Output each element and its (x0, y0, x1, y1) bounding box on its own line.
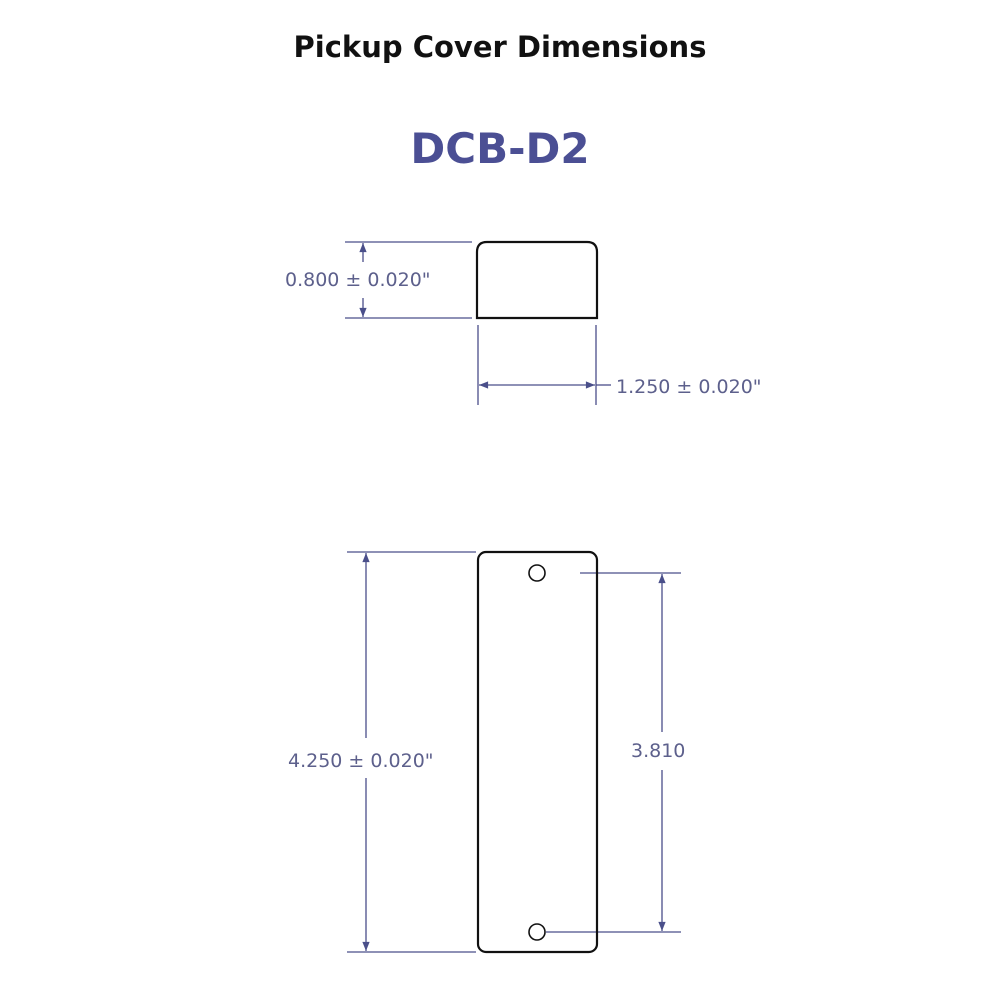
model-name: DCB-D2 (410, 124, 590, 173)
length-label: 4.250 ± 0.020" (288, 750, 434, 772)
page-title: Pickup Cover Dimensions (293, 30, 707, 64)
height-label: 0.800 ± 0.020" (285, 269, 431, 291)
width-label: 1.250 ± 0.020" (616, 376, 762, 398)
mounting-hole-top (528, 564, 546, 582)
hole-spacing-label: 3.810 (631, 740, 685, 762)
top-view-outline (476, 550, 599, 954)
mounting-hole-bottom (528, 923, 546, 941)
side-view-outline (475, 240, 599, 320)
